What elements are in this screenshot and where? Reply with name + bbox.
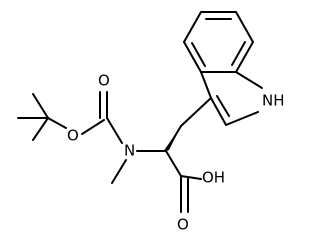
amine-n-label: N xyxy=(124,142,135,160)
indole-nh-label: NH xyxy=(262,92,285,110)
boc-group xyxy=(17,91,108,141)
molecule-structure: NH OH O N O O xyxy=(17,11,285,234)
stereo-wedge-bond xyxy=(163,126,181,152)
backbone-bonds xyxy=(106,97,212,213)
acid-carbonyl-o-label: O xyxy=(177,216,189,234)
benzene-ring xyxy=(183,11,254,73)
pyrrole-ring xyxy=(200,71,263,126)
carbamate-ester-o-label: O xyxy=(67,127,79,145)
carbamate-carbonyl-o-label: O xyxy=(98,72,110,90)
acid-oh-label: OH xyxy=(202,169,225,187)
